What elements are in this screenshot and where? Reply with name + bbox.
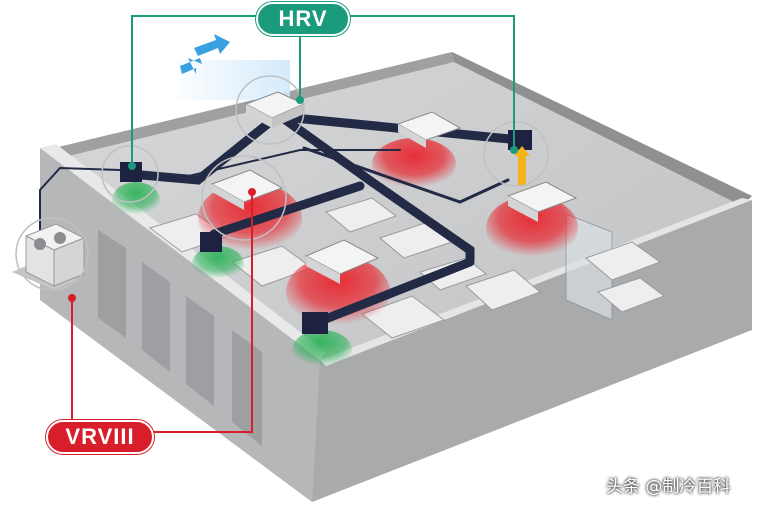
indoor-unit-3: [304, 239, 380, 284]
vrv-label: VRVIII: [46, 420, 154, 454]
red-zone-2: [372, 138, 456, 190]
indoor-unit-2: [396, 111, 462, 148]
watermark-text: 头条 @制冷百科: [606, 477, 731, 497]
green-zone-2: [192, 246, 244, 282]
outdoor-unit: [12, 223, 86, 290]
hrv-label: HRV: [256, 2, 350, 36]
outdoor-air-icon: [180, 34, 230, 74]
right-wall-top: [452, 52, 752, 206]
red-zone-3: [286, 256, 390, 328]
indoor-unit-4: [506, 181, 578, 222]
indoor-unit-1: [210, 169, 284, 210]
hrv-connector-dots: [128, 96, 518, 170]
highlight-circles: [15, 75, 549, 291]
green-zone-3: [292, 330, 352, 370]
supply-arrow-icon: [514, 146, 530, 186]
green-zone-1: [112, 182, 160, 218]
hrv-connectors: [131, 15, 515, 164]
hrv-unit: [244, 91, 306, 128]
vrv-connectors: [71, 194, 253, 433]
vrv-connector-dots: [68, 188, 256, 302]
door-group: [98, 230, 262, 446]
red-zone-4: [486, 196, 578, 260]
front-right-wall: [312, 200, 752, 502]
